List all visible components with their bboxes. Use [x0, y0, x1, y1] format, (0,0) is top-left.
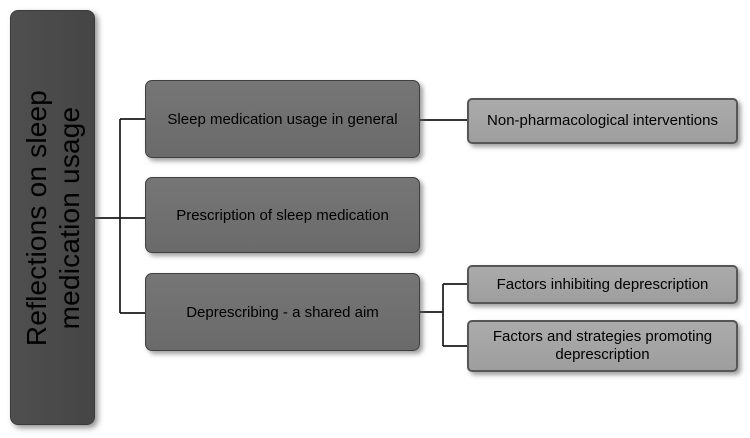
- root-branch-connector: [95, 118, 145, 314]
- branch2-leaf-connector: [420, 283, 467, 347]
- leaf-node-label: Factors and strategies promoting depresc…: [492, 328, 713, 363]
- branch-node-sleep-medication-usage: Sleep medication usage in general: [145, 80, 420, 158]
- branch-node-deprescribing: Deprescribing - a shared aim: [145, 273, 420, 351]
- leaf-node-factors-inhibiting: Factors inhibiting deprescription: [467, 265, 738, 304]
- branch-node-label: Deprescribing - a shared aim: [186, 303, 379, 321]
- root-node-label: Reflections on sleep medication usage: [20, 89, 85, 346]
- leaf-node-non-pharmacological: Non-pharmacological interventions: [467, 98, 738, 144]
- leaf-node-label: Non-pharmacological interventions: [487, 112, 718, 129]
- branch-node-label: Prescription of sleep medication: [176, 206, 389, 224]
- branch-node-prescription: Prescription of sleep medication: [145, 177, 420, 253]
- leaf-node-label: Factors inhibiting deprescription: [496, 275, 709, 293]
- root-node: Reflections on sleep medication usage: [10, 10, 95, 425]
- leaf-node-factors-promoting: Factors and strategies promoting depresc…: [467, 320, 738, 372]
- branch-node-label: Sleep medication usage in general: [167, 110, 398, 128]
